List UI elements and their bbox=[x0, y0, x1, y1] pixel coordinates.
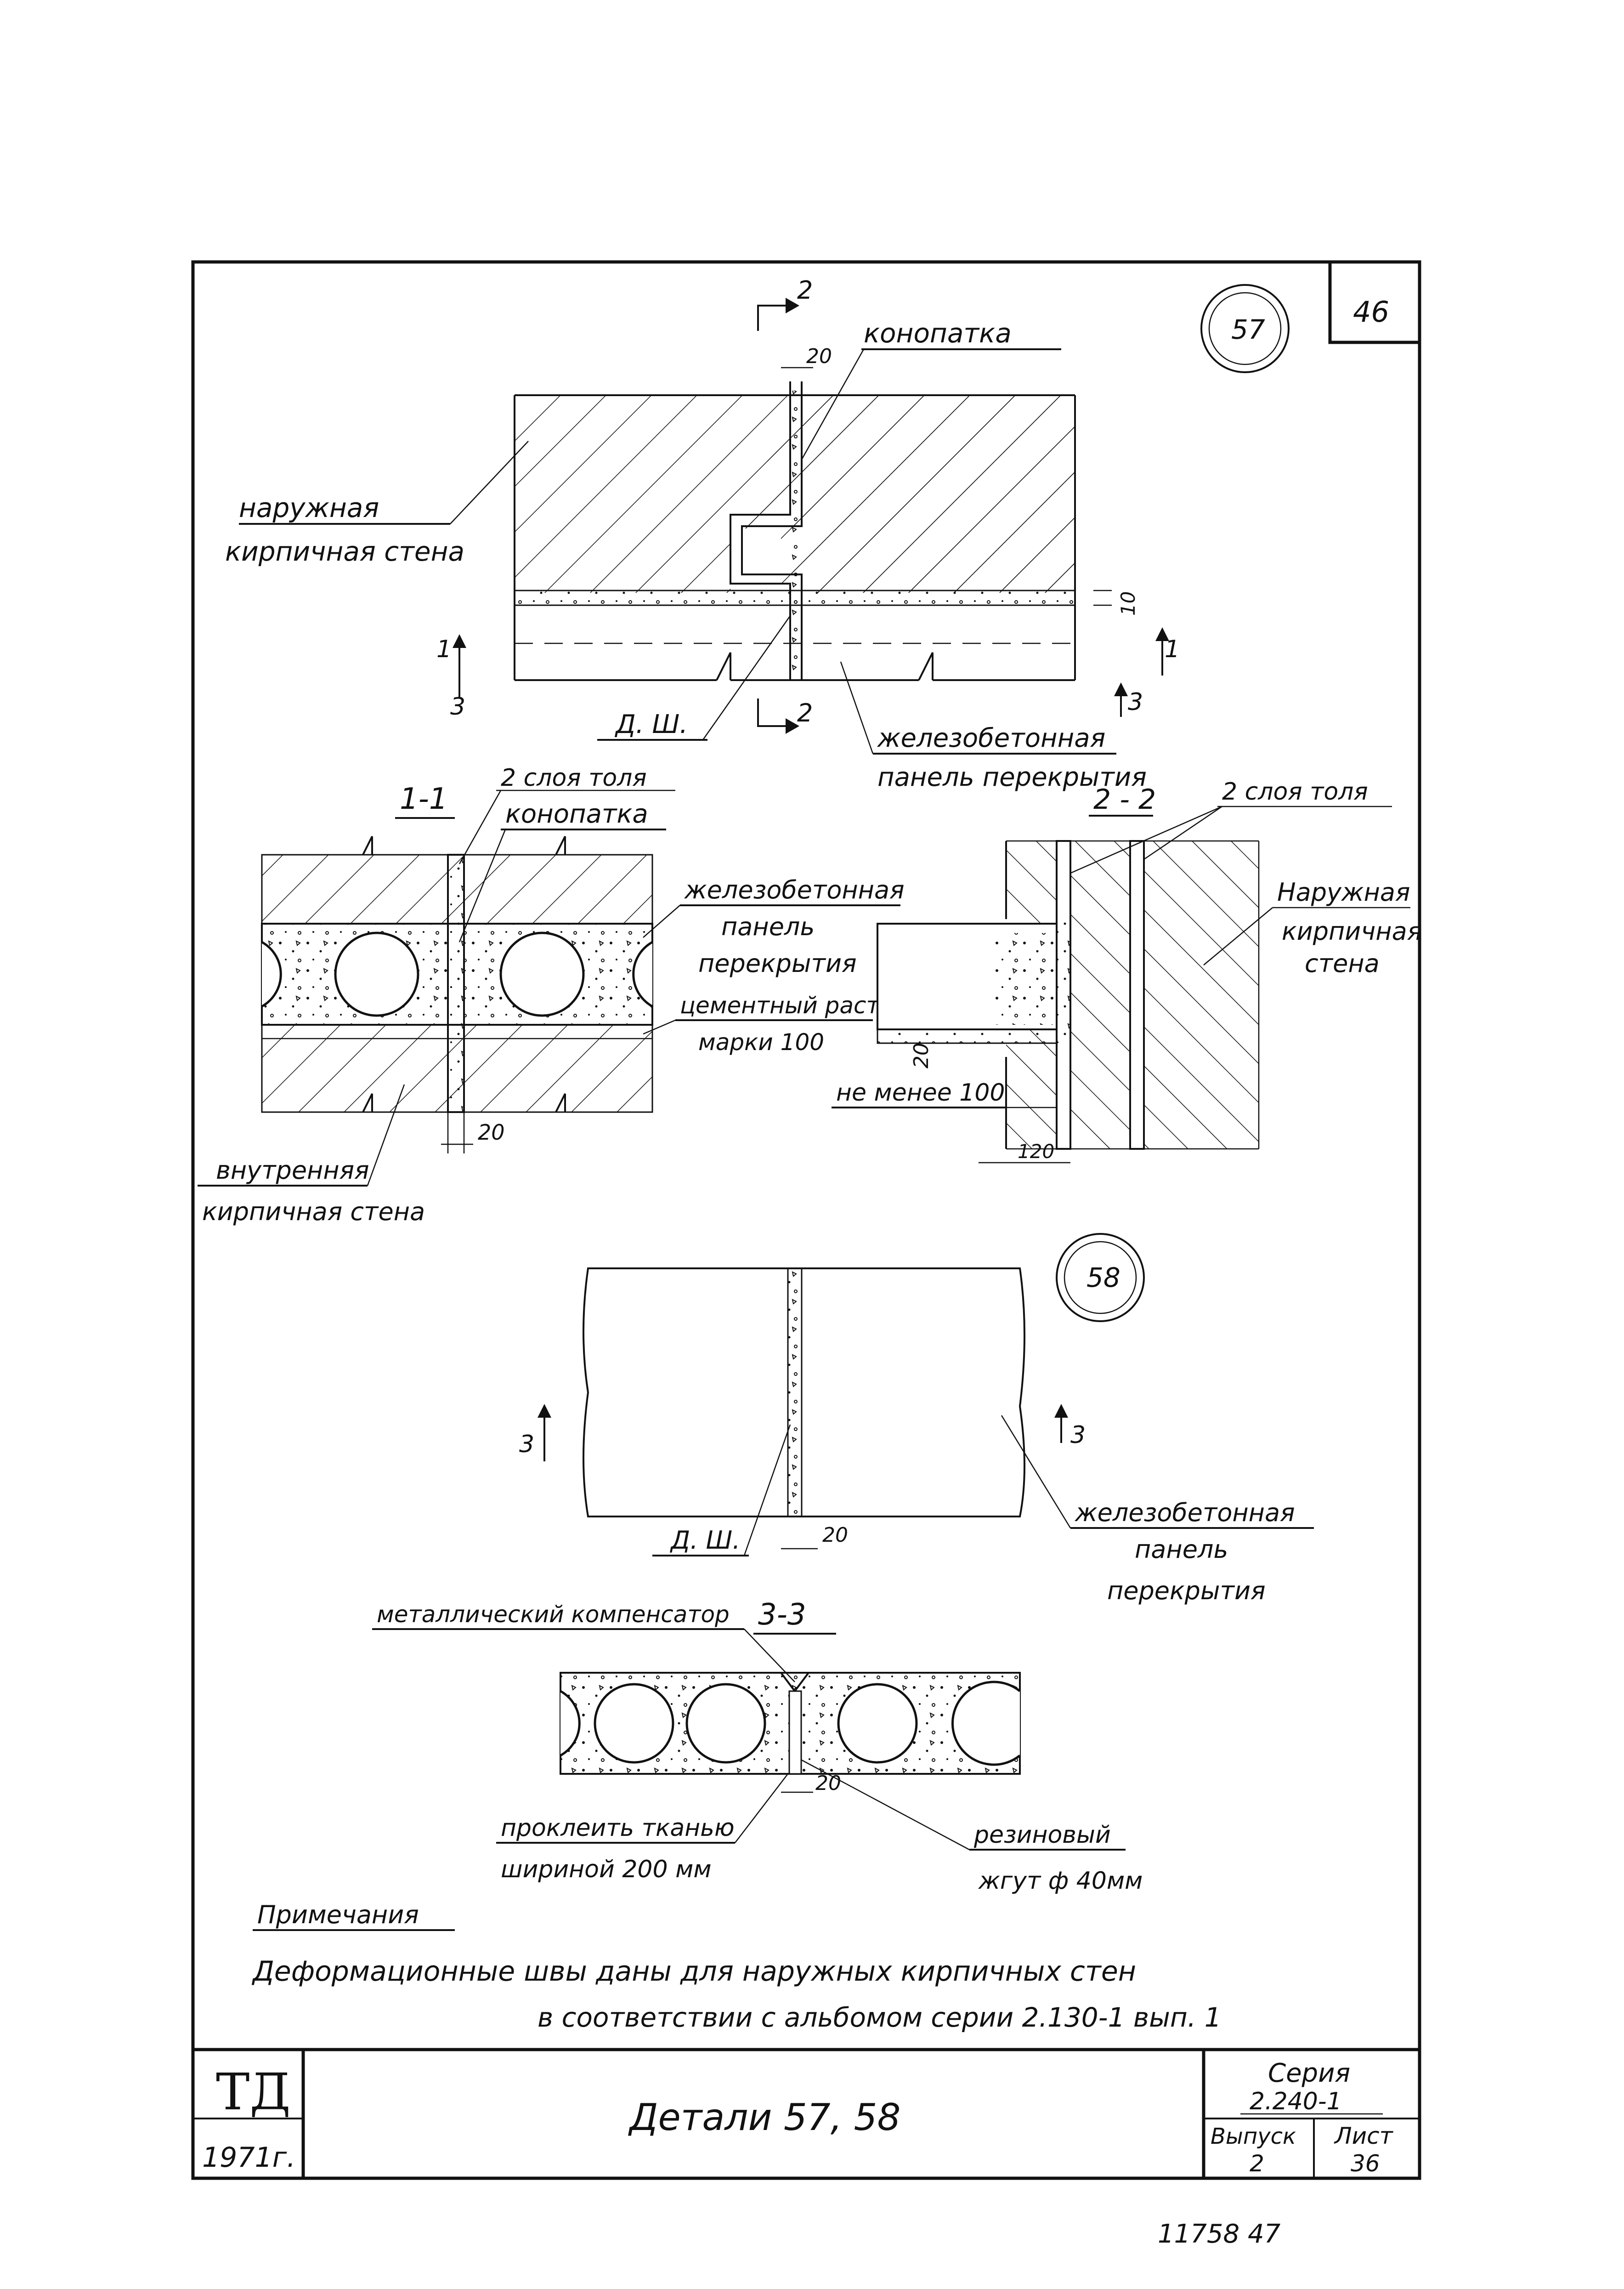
svg-text:резиновый: резиновый bbox=[973, 1821, 1111, 1849]
svg-text:1: 1 bbox=[436, 636, 452, 663]
svg-text:конопатка: конопатка bbox=[505, 799, 648, 829]
svg-text:марки 100: марки 100 bbox=[698, 1029, 824, 1056]
section-3-3: 3-3 металлический компенсатор 20 проклеи… bbox=[372, 1598, 1143, 1895]
issue-value: 2 bbox=[1250, 2150, 1264, 2177]
svg-text:металлический компенсатор: металлический компенсатор bbox=[377, 1601, 730, 1628]
svg-text:120: 120 bbox=[1018, 1140, 1054, 1163]
svg-text:2: 2 bbox=[797, 276, 813, 305]
notes-line-1: Деформационные швы даны для наружных кир… bbox=[251, 1955, 1136, 1988]
svg-text:Наружная: Наружная bbox=[1277, 878, 1410, 907]
sheet-value: 36 bbox=[1351, 2150, 1380, 2177]
issue-label: Выпуск bbox=[1211, 2124, 1296, 2149]
title-block-logo: ТД bbox=[216, 2062, 291, 2121]
corner-box bbox=[1328, 260, 1421, 344]
svg-text:перекрытия: перекрытия bbox=[698, 949, 857, 978]
svg-text:20: 20 bbox=[815, 1772, 841, 1795]
svg-text:шириной 200 мм: шириной 200 мм bbox=[501, 1856, 712, 1883]
detail-57-plan: 57 2 2 20 конопатка bbox=[225, 276, 1290, 792]
svg-text:проклеить тканью: проклеить тканью bbox=[501, 1814, 735, 1842]
drawing-title: Детали 57, 58 bbox=[628, 2096, 900, 2139]
svg-text:20: 20 bbox=[806, 345, 832, 368]
svg-text:железобетонная: железобетонная bbox=[877, 723, 1105, 753]
svg-text:кирпичная стена: кирпичная стена bbox=[202, 1197, 425, 1226]
section-2-2: 2 - 2 2 слоя толя Наружная кирпичная сте… bbox=[832, 778, 1422, 1164]
detail-57-circle bbox=[1200, 284, 1290, 373]
page-footer-number: 11758 47 bbox=[1158, 2219, 1281, 2249]
series-value: 2.240-1 bbox=[1250, 2088, 1342, 2115]
detail-58-plan: 58 3 3 Д. Ш. 20 железобетонная панель пе… bbox=[519, 1233, 1314, 1605]
svg-text:железобетонная: железобетонная bbox=[1074, 1498, 1295, 1527]
svg-text:3: 3 bbox=[1070, 1421, 1086, 1449]
detail-57-number: 57 bbox=[1231, 314, 1265, 345]
svg-text:10: 10 bbox=[1117, 591, 1139, 616]
slab-plan-58 bbox=[583, 1267, 1025, 1517]
svg-text:стена: стена bbox=[1305, 949, 1380, 978]
svg-text:3: 3 bbox=[1128, 688, 1143, 716]
svg-text:наружная: наружная bbox=[239, 492, 379, 523]
notes-heading: Примечания bbox=[257, 1900, 419, 1929]
joint-58 bbox=[787, 1267, 803, 1517]
mortar-layer-plan bbox=[514, 590, 1076, 606]
sheet-label: Лист bbox=[1334, 2123, 1394, 2149]
section-2-2-title: 2 - 2 bbox=[1093, 784, 1156, 816]
svg-text:панель перекрытия: панель перекрытия bbox=[877, 762, 1147, 792]
title-block-year: 1971г. bbox=[202, 2141, 295, 2174]
svg-text:кирпичная стена: кирпичная стена bbox=[225, 536, 464, 567]
svg-text:перекрытия: перекрытия bbox=[1107, 1576, 1266, 1605]
series-label: Серия bbox=[1268, 2058, 1350, 2088]
title-block: ТД 1971г. Детали 57, 58 Серия 2.240-1 Вы… bbox=[193, 2048, 1420, 2178]
svg-text:панель: панель bbox=[1135, 1535, 1228, 1564]
svg-text:железобетонная: железобетонная bbox=[684, 875, 905, 904]
svg-text:Д. Ш.: Д. Ш. bbox=[614, 710, 688, 739]
notes: Примечания Деформационные швы даны для н… bbox=[251, 1900, 1222, 2033]
svg-text:2 слоя толя: 2 слоя толя bbox=[1222, 778, 1368, 806]
detail-58-circle bbox=[1056, 1233, 1145, 1322]
section-1-1-title: 1-1 bbox=[400, 782, 448, 816]
svg-text:Д. Ш.: Д. Ш. bbox=[670, 1526, 740, 1555]
detail-58-number: 58 bbox=[1086, 1262, 1120, 1293]
section-1-1: 1-1 2 слоя толя конопатка железобетонная… bbox=[198, 764, 922, 1226]
joint-1-1 bbox=[447, 854, 465, 1113]
svg-text:жгут ф 40мм: жгут ф 40мм bbox=[978, 1867, 1143, 1895]
notes-line-2: в соответствии с альбомом серии 2.130-1 … bbox=[538, 2002, 1222, 2033]
svg-text:20: 20 bbox=[910, 1043, 933, 1068]
svg-text:20: 20 bbox=[478, 1120, 505, 1145]
sheet-frame bbox=[191, 260, 1421, 2180]
svg-text:2 слоя толя: 2 слоя толя bbox=[501, 764, 647, 792]
svg-text:конопатка: конопатка bbox=[864, 318, 1012, 349]
svg-text:3: 3 bbox=[450, 693, 465, 721]
svg-text:3: 3 bbox=[519, 1431, 534, 1458]
svg-text:внутренняя: внутренняя bbox=[216, 1156, 369, 1185]
section-3-3-title: 3-3 bbox=[758, 1598, 806, 1632]
svg-text:не менее 100: не менее 100 bbox=[836, 1079, 1005, 1107]
svg-text:20: 20 bbox=[822, 1523, 848, 1547]
svg-text:кирпичная: кирпичная bbox=[1282, 917, 1422, 946]
svg-text:2: 2 bbox=[797, 699, 813, 727]
corner-number: 46 bbox=[1353, 295, 1389, 329]
svg-text:панель: панель bbox=[721, 912, 815, 941]
